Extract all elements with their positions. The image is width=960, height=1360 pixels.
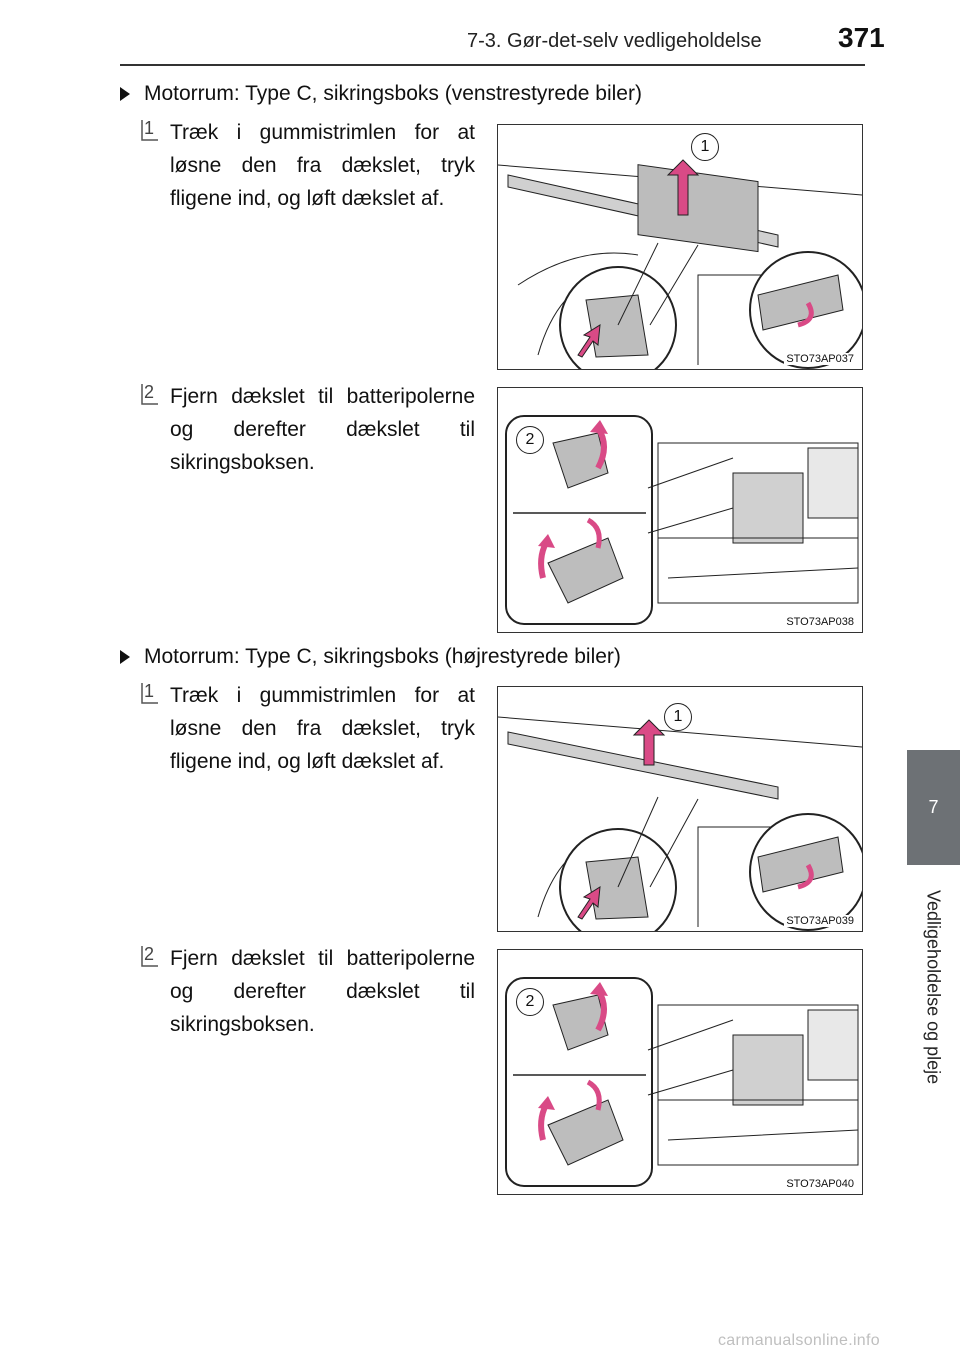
figure-illustration-1a: 1 STO73AP037 [497, 124, 863, 370]
step-number-icon [141, 683, 158, 704]
figure-callout: 2 [516, 426, 544, 454]
step-instruction: Træk i gummistrimlen for at løsne den fr… [170, 121, 475, 210]
arrow-icon [577, 159, 814, 358]
arrow-icon [577, 719, 814, 920]
figure-code: STO73AP037 [784, 353, 856, 365]
step-instruction: Fjern dækslet til batteripolerne og dere… [170, 947, 475, 1036]
figure-callout: 2 [516, 988, 544, 1016]
step-instruction: Træk i gummistrimlen for at løsne den fr… [170, 684, 475, 773]
step-instruction: Fjern dækslet til batteripolerne og dere… [170, 385, 475, 474]
step-badge-1: 1 [139, 118, 161, 142]
figure-illustration-1b: 2 STO73AP038 [497, 387, 863, 633]
step-badge-number: 2 [144, 944, 155, 964]
step-number-icon [141, 120, 158, 141]
chapter-tab: 7 [907, 750, 960, 865]
figure-code: STO73AP039 [784, 915, 856, 927]
arrow-icon [538, 420, 608, 579]
triangle-bullet-icon [120, 650, 130, 664]
step-badge-2: 2 [139, 382, 161, 406]
step-number-icon [141, 946, 158, 967]
step-badge-2: 2 [139, 944, 161, 968]
page-number: 371 [838, 22, 885, 53]
figure-callout: 1 [664, 703, 692, 731]
figure-illustration-2b: 2 STO73AP040 [497, 949, 863, 1195]
triangle-bullet-icon [120, 87, 130, 101]
figure-code: STO73AP038 [784, 616, 856, 628]
step-badge-number: 1 [144, 118, 155, 138]
step-badge-number: 1 [144, 681, 155, 701]
figure-illustration-2a: 1 STO73AP039 [497, 686, 863, 932]
header-rule [120, 64, 865, 66]
step-number-icon [141, 384, 158, 405]
step-badge-number: 2 [144, 382, 155, 402]
section-heading-lhd: Motorrum: Type C, sikringsboks (venstres… [120, 82, 642, 106]
figure-callout: 1 [691, 133, 719, 161]
header-section-title: 7-3. Gør-det-selv vedligeholdelse [467, 30, 762, 52]
chapter-title-vertical: Vedligeholdelse og pleje [908, 872, 958, 1102]
figure-code: STO73AP040 [784, 1178, 856, 1190]
section-heading-rhd: Motorrum: Type C, sikringsboks (højresty… [120, 645, 621, 669]
watermark: carmanualsonline.info [718, 1332, 880, 1349]
engine-cover-illustration [498, 716, 862, 931]
section-heading-text: Motorrum: Type C, sikringsboks (venstres… [144, 82, 642, 105]
step-badge-1: 1 [139, 681, 161, 705]
chapter-number: 7 [928, 797, 939, 817]
chapter-title: Vedligeholdelse og pleje [923, 889, 944, 1085]
arrow-icon [538, 982, 608, 1141]
section-heading-text: Motorrum: Type C, sikringsboks (højresty… [144, 645, 621, 668]
